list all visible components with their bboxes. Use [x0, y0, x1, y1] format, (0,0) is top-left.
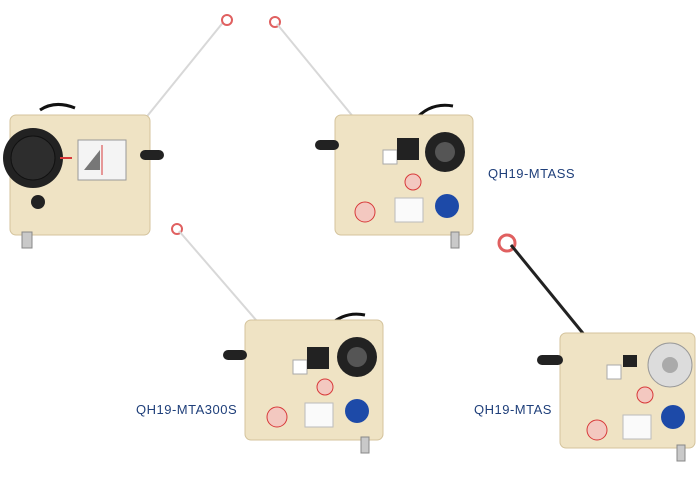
model-label-mta300s: QH19-MTA300S [136, 402, 238, 417]
model-label-mtass: QH19-MTASS [488, 166, 576, 181]
model-label-mtas: QH19-MTAS [474, 402, 552, 417]
tensioner-device-mta300s [165, 215, 395, 455]
tensioner-device-mtas [495, 225, 700, 465]
tensioner-device-top-left [0, 10, 240, 250]
tensioner-device-mtass [265, 10, 495, 250]
